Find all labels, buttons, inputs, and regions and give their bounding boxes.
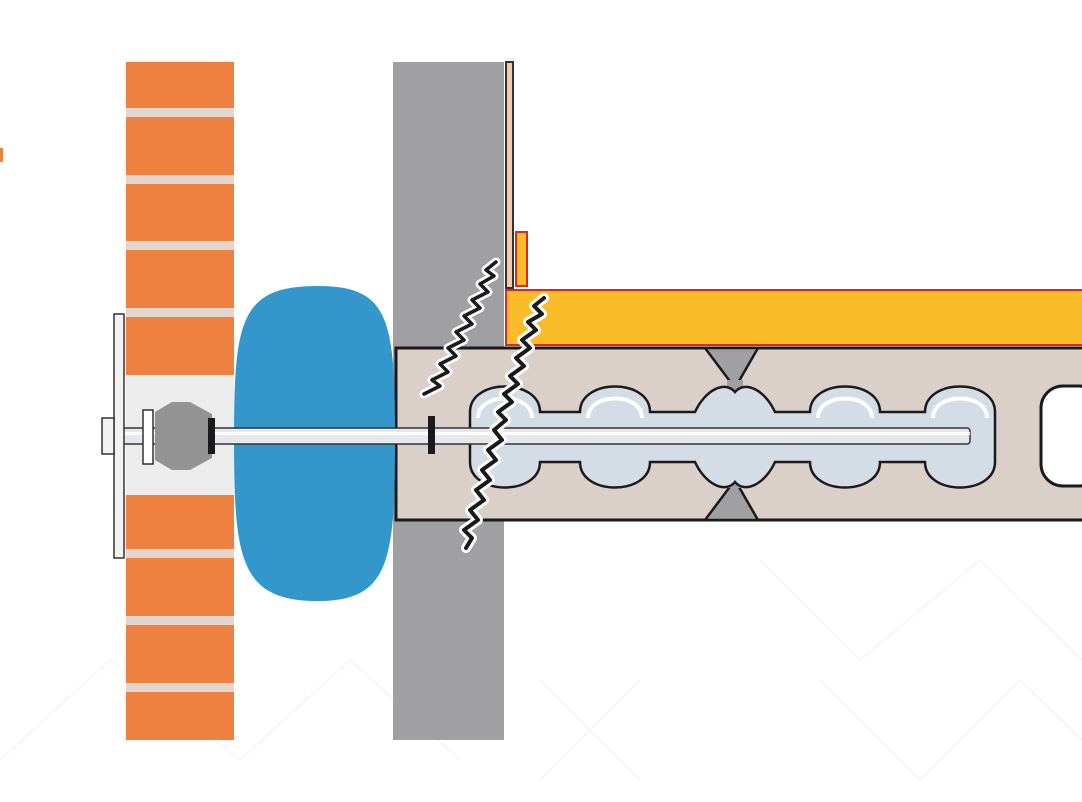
- brick-outer-leaf: [126, 62, 234, 740]
- tie-expansion-sleeve: [155, 402, 212, 470]
- tie-clip-outer: [208, 418, 215, 454]
- background-guides: [0, 559, 1082, 781]
- plank-joint-top: [702, 346, 761, 391]
- plank-end-core: [1039, 384, 1082, 488]
- insulation-upstand: [515, 231, 528, 287]
- tie-washer: [142, 409, 154, 465]
- plank-joint-bottom: [702, 477, 761, 522]
- break-lines: [419, 257, 549, 553]
- tie-clip-inner: [428, 416, 435, 454]
- floor-insulation-board: [505, 289, 1082, 346]
- tie-cap-plate: [113, 313, 125, 559]
- tie-rod: [103, 427, 971, 445]
- left-tick-mark: [0, 148, 3, 162]
- tie-nut: [101, 417, 115, 455]
- plasterboard-lining: [505, 61, 514, 289]
- wall-tie-anchor: [101, 313, 971, 559]
